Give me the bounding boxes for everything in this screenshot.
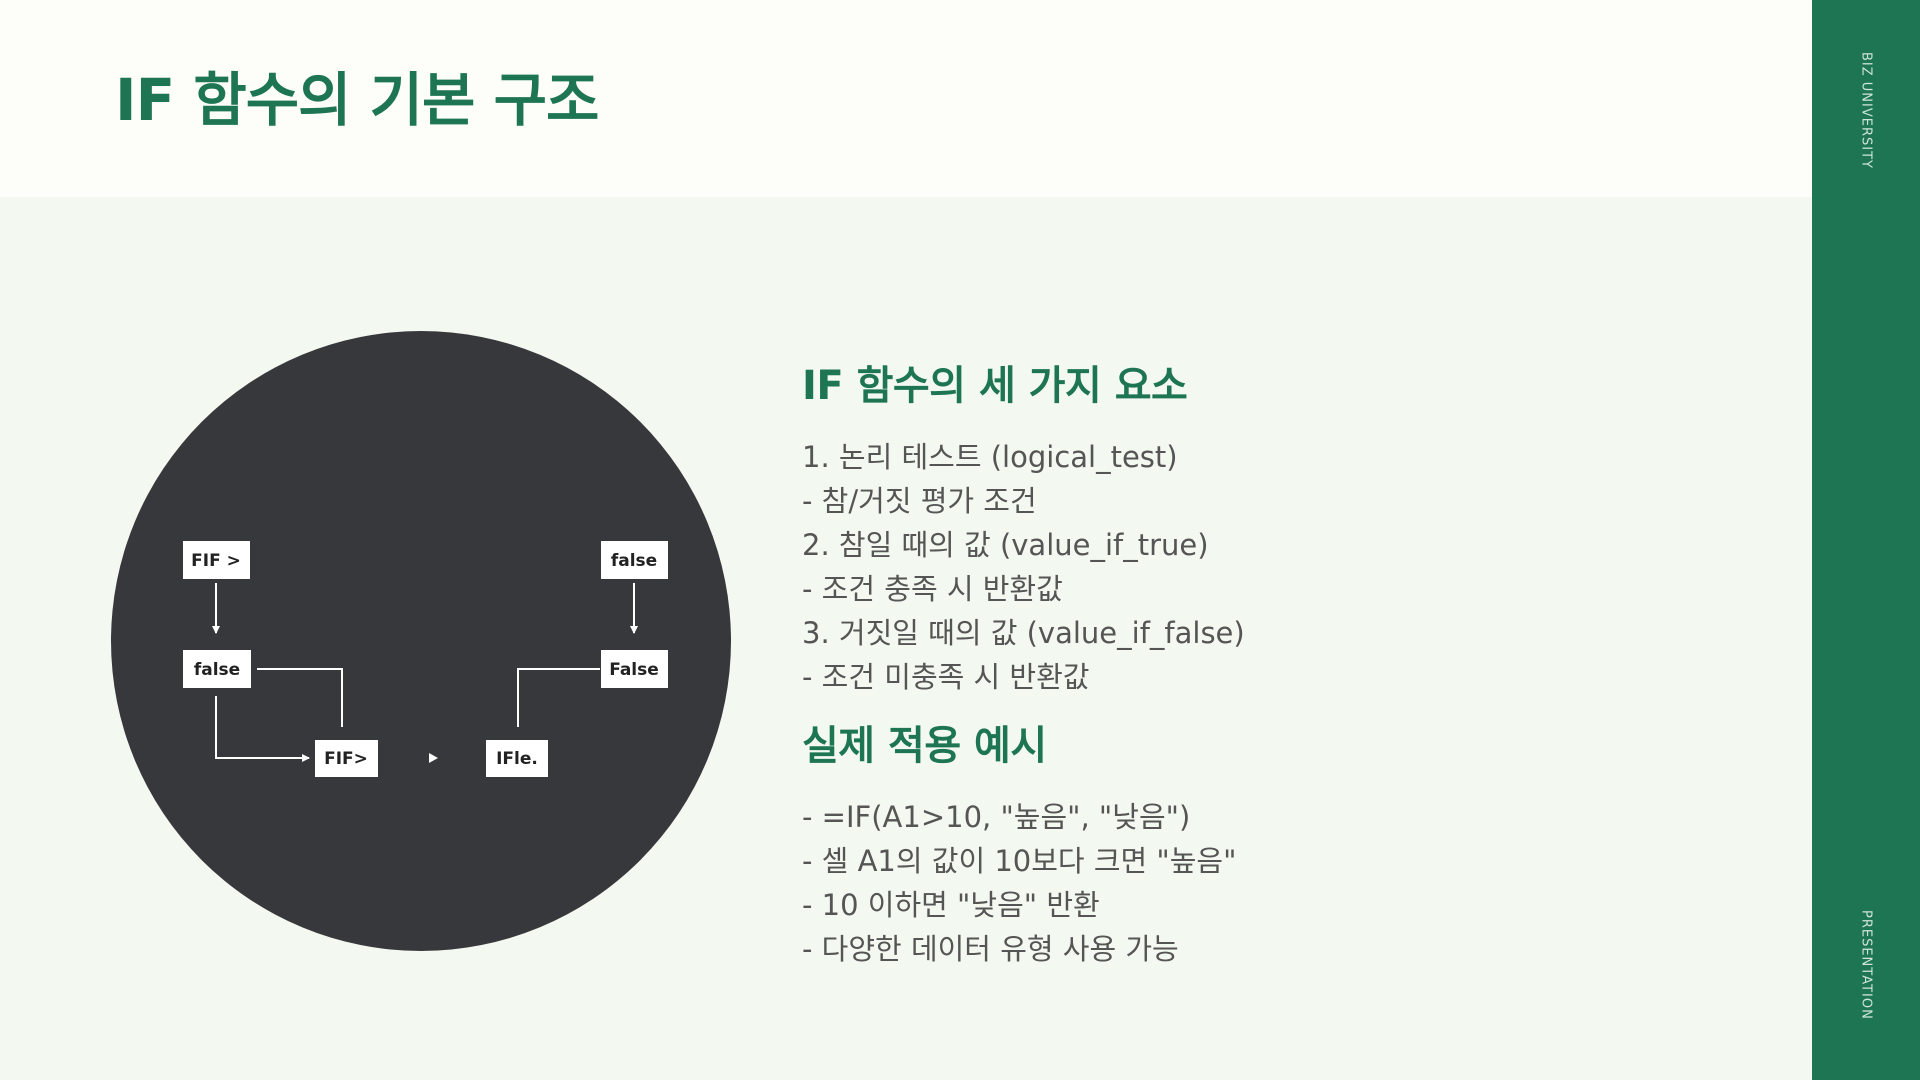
elements-line: 3. 거짓일 때의 값 (value_if_false) — [802, 616, 1245, 650]
elements-line: 1. 논리 테스트 (logical_test) — [802, 440, 1178, 474]
sidebar-brand-text: BIZ UNIVERSITY — [1858, 52, 1874, 169]
header-band: IF 함수의 기본 구조 — [0, 0, 1812, 197]
node-mid-left-label: false — [194, 660, 240, 680]
node-top-right-label: false — [611, 551, 657, 571]
sidebar: BIZ UNIVERSITY PRESENTATION — [1812, 0, 1920, 1080]
node-top-left: FIF > — [183, 541, 250, 579]
if-flow-diagram: FIF > false FIF> IFle. false False — [111, 331, 731, 951]
example-heading: 실제 적용 예시 — [802, 723, 1047, 769]
example-line: - 다양한 데이터 유형 사용 가능 — [802, 932, 1179, 966]
node-top-right: false — [601, 541, 668, 579]
node-mid-right-label: False — [609, 660, 659, 680]
sidebar-presentation-text: PRESENTATION — [1858, 910, 1874, 1020]
elements-line: - 참/거짓 평가 조건 — [802, 484, 1037, 518]
elements-line: - 조건 미충족 시 반환값 — [802, 660, 1090, 694]
elements-line: 2. 참일 때의 값 (value_if_true) — [802, 528, 1209, 562]
edge-midleft-branch — [257, 668, 343, 727]
example-line: - 10 이하면 "낮음" 반환 — [802, 888, 1100, 922]
elements-line: - 조건 충족 시 반환값 — [802, 572, 1063, 606]
edge-midright-branch — [517, 668, 600, 727]
node-bottom-right-label: IFle. — [496, 749, 538, 769]
node-bottom-left-label: FIF> — [324, 749, 368, 769]
example-line: - =IF(A1>10, "높음", "낮음") — [802, 800, 1191, 834]
example-line: - 셀 A1의 값이 10보다 크면 "높음" — [802, 844, 1237, 878]
center-arrow-icon — [429, 753, 438, 763]
node-mid-right: False — [601, 650, 668, 688]
diagram-svg: FIF > false FIF> IFle. false False — [111, 331, 731, 951]
elements-heading: IF 함수의 세 가지 요소 — [802, 363, 1188, 409]
diagram-circle — [111, 331, 731, 951]
slide-title: IF 함수의 기본 구조 — [115, 66, 599, 134]
node-bottom-left: FIF> — [315, 740, 378, 777]
node-top-left-label: FIF > — [191, 551, 241, 571]
edge-midleft-to-bottomleft — [215, 696, 310, 762]
node-mid-left: false — [183, 650, 251, 688]
node-bottom-right: IFle. — [486, 740, 548, 777]
